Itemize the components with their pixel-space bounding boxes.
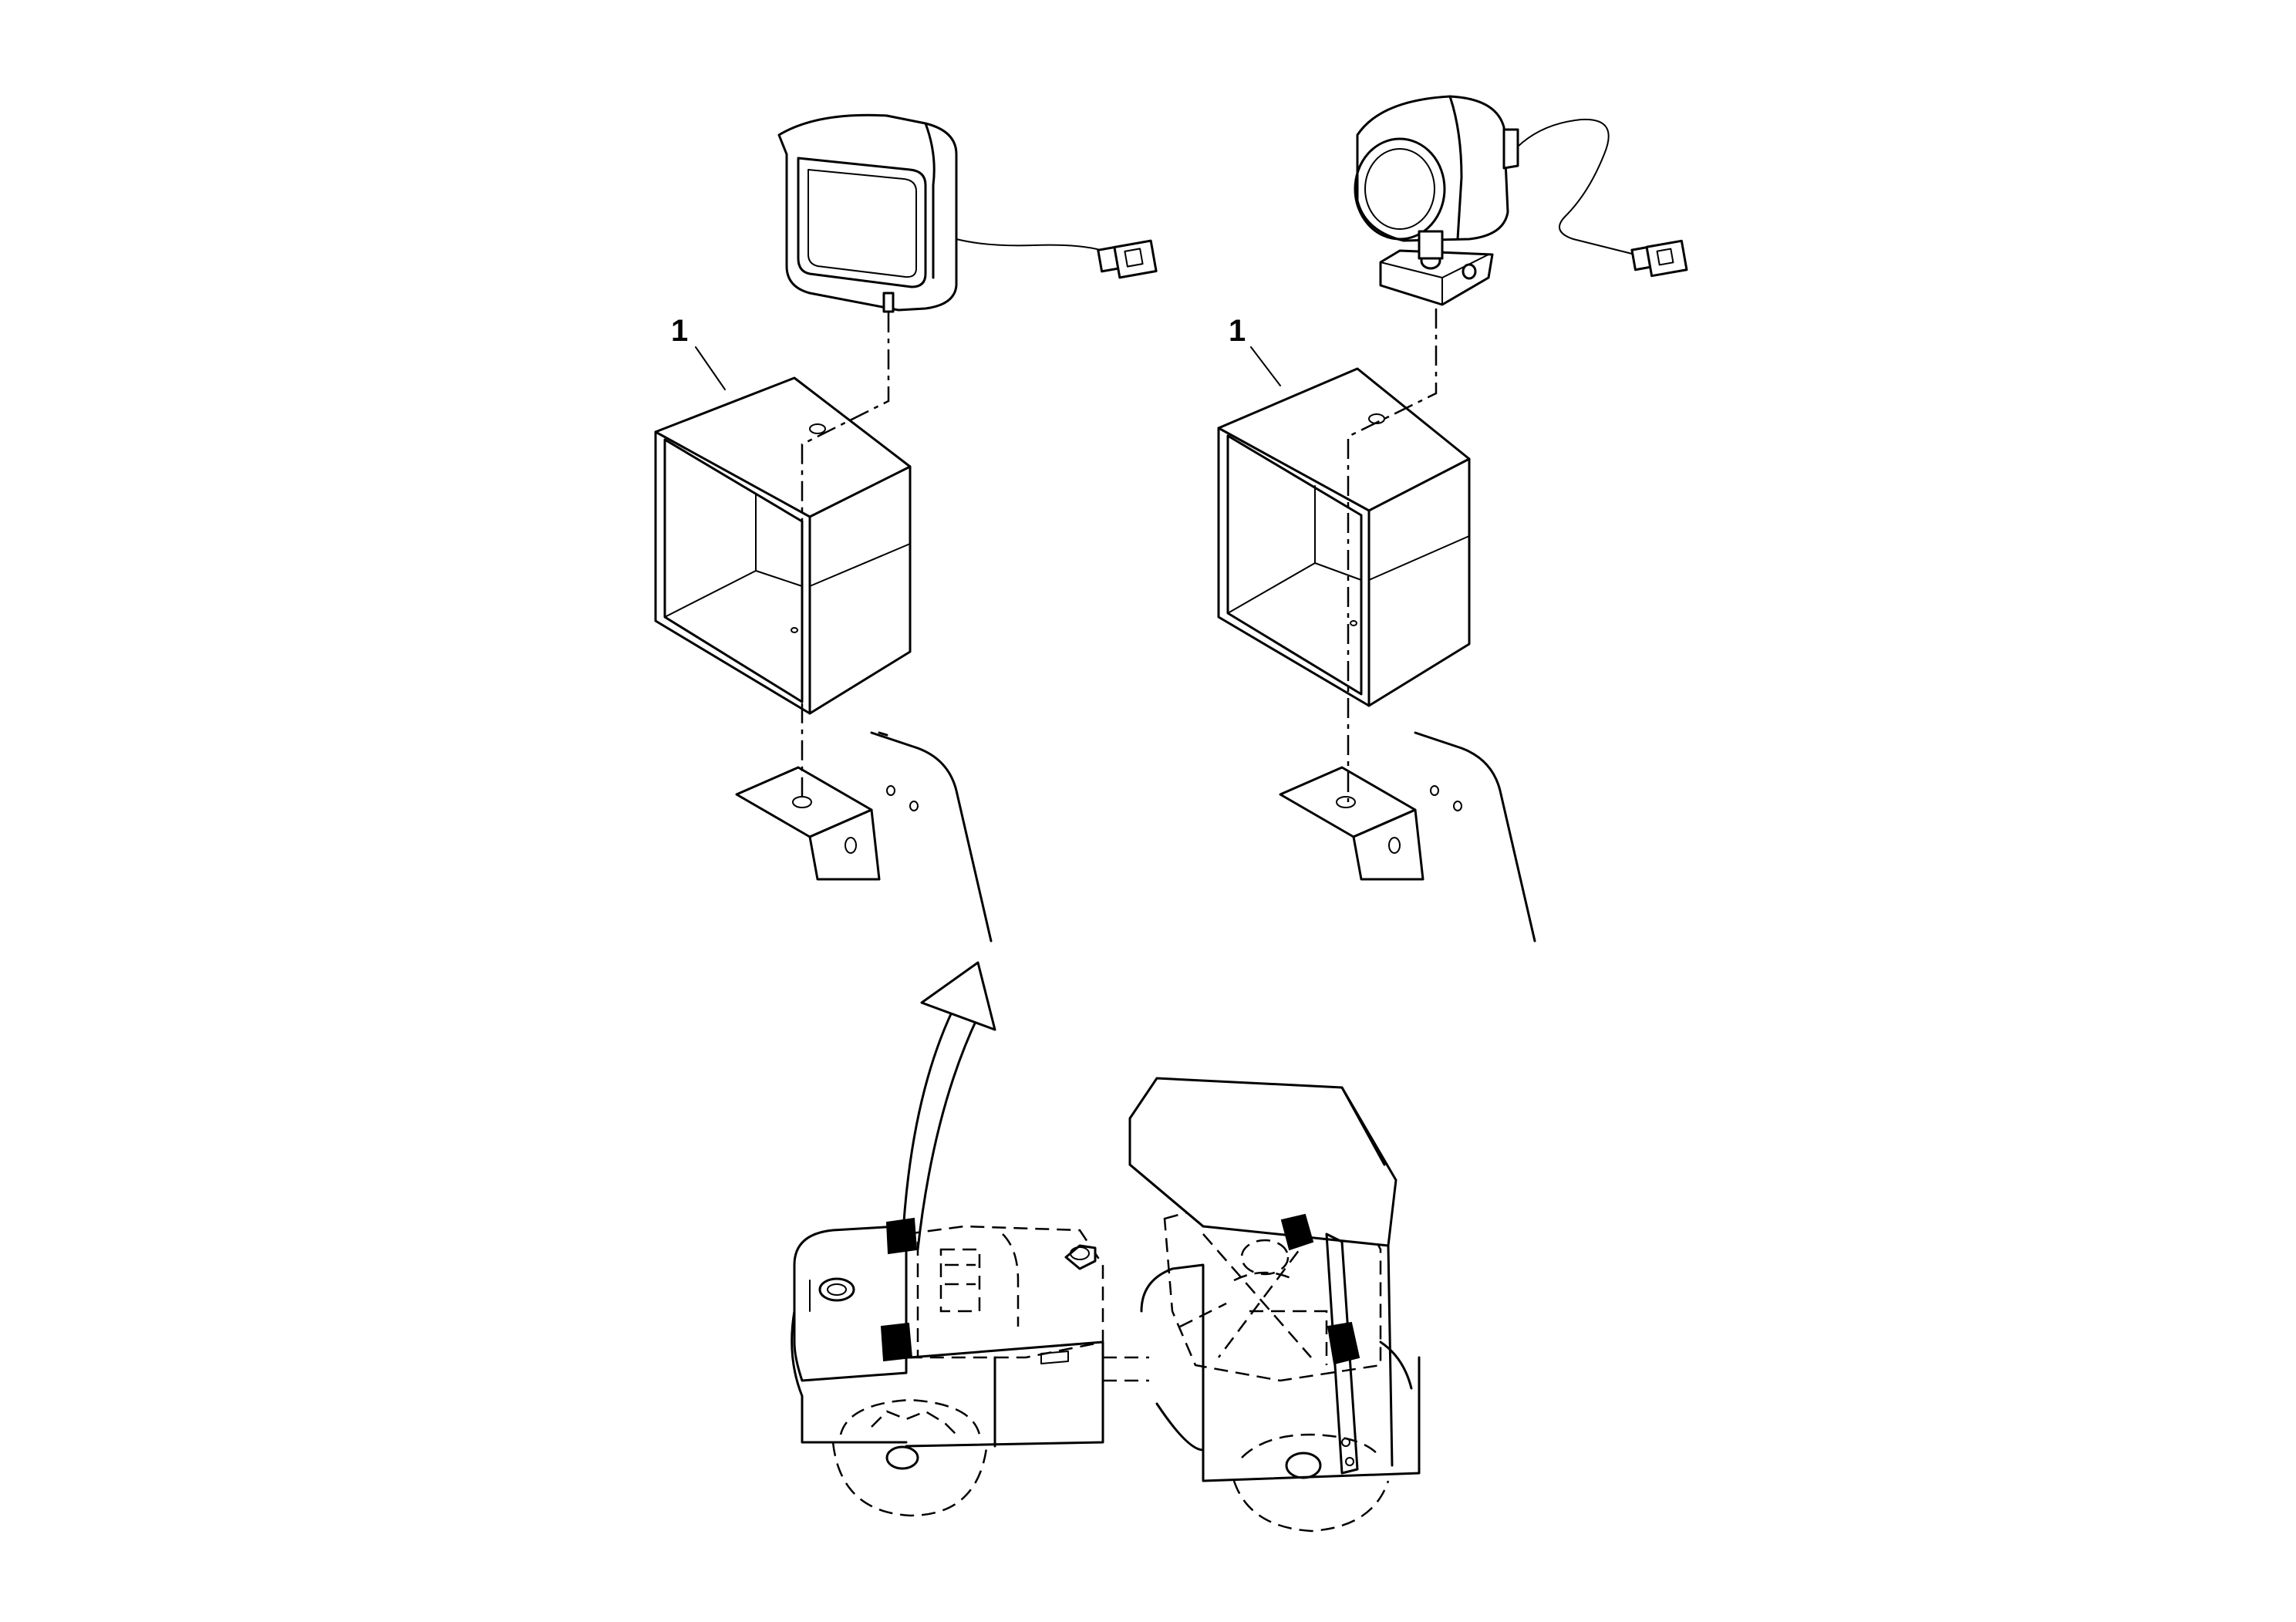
callout-leader-left [695,346,726,390]
right-assembly: 1 [1217,95,1688,943]
callout-leader-right [1250,346,1281,386]
rectangular-work-lamp-icon [777,113,1158,313]
cab-frame-edge [870,731,993,943]
rear-work-lamp-upper-icon [1280,1213,1314,1251]
assembly-axis-left [801,312,890,802]
left-assembly: 1 [654,113,1158,943]
front-work-lamp-upper-icon [885,1217,918,1255]
callout-number-left: 1 [671,314,688,348]
detail-pointer-arrow [901,961,996,1251]
lamp-guard-box-icon [654,376,912,715]
callout-number-right: 1 [1229,314,1246,348]
oval-work-lamp-icon [1354,95,1688,306]
assembly-axis-right [1347,309,1438,802]
lamp-guard-box-right-icon [1217,367,1471,707]
front-work-lamp-lower-icon [880,1322,913,1362]
mounting-bracket-icon [735,766,881,881]
mounting-bracket-right-icon [1279,766,1424,881]
tandem-roller-icon [791,1077,1421,1533]
rear-work-lamp-lower-icon [1327,1321,1360,1365]
cab-frame-edge-right [1414,731,1536,943]
